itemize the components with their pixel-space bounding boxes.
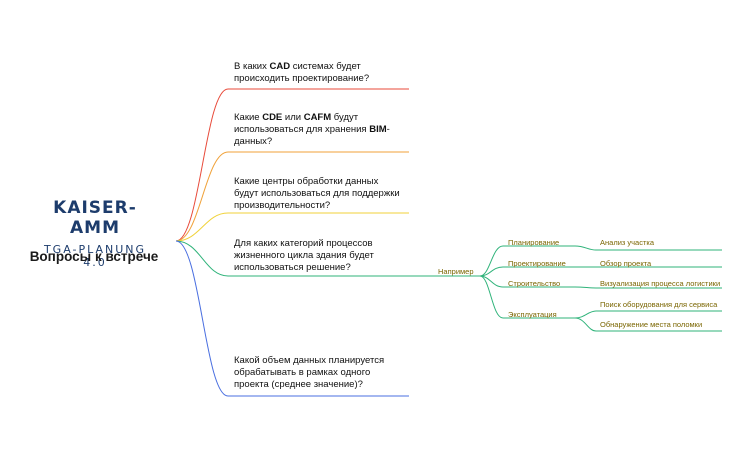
connector-question-2 bbox=[175, 212, 409, 242]
connector-stage-2 bbox=[479, 275, 575, 288]
stage-construction: Строительство bbox=[508, 279, 561, 288]
brand-subtitle: TGA-PLANUNG 4.0 bbox=[43, 243, 147, 269]
question-text-part: В каких bbox=[234, 61, 270, 72]
question-text-part: BIM bbox=[369, 124, 387, 135]
connector-leaf-0 bbox=[574, 245, 722, 251]
stage-planning: Планирование bbox=[508, 238, 560, 247]
example-label: Например bbox=[438, 267, 474, 276]
question-cde-cafm: Какие CDE или CAFM будут использоваться … bbox=[234, 112, 406, 148]
question-cad-systems: В каких CAD системах будет происходить п… bbox=[234, 61, 414, 85]
connector-stage-1 bbox=[479, 266, 575, 277]
leaf-site-analysis: Анализ участка bbox=[600, 238, 655, 247]
brand-logo: KAISER-AMM TGA-PLANUNG 4.0 bbox=[40, 198, 150, 269]
leaf-project-review: Обзор проекта bbox=[600, 259, 652, 268]
connector-stage-3 bbox=[479, 275, 575, 319]
question-text-part: или bbox=[282, 112, 304, 123]
question-text-part: CDE bbox=[262, 112, 283, 123]
brand-name: KAISER-AMM bbox=[53, 198, 137, 238]
question-data-centers: Какие центры обработки данных будут испо… bbox=[234, 176, 404, 212]
connector-question-0 bbox=[175, 88, 409, 242]
question-data-volume: Какой объем данных планируется обрабатыв… bbox=[234, 355, 406, 391]
stage-operation: Эксплуатация bbox=[508, 310, 557, 319]
leaf-equipment-search: Поиск оборудования для сервиса bbox=[600, 300, 718, 309]
question-lifecycle-categories: Для каких категорий процессов жизненного… bbox=[234, 238, 406, 274]
question-text-part: будут использоваться для хранения bbox=[234, 112, 370, 135]
question-text-part: CAD bbox=[269, 61, 291, 72]
connector-leaf-3 bbox=[574, 310, 722, 319]
stage-design: Проектирование bbox=[508, 259, 566, 268]
question-text-part: Для каких категорий процессов жизненного… bbox=[234, 238, 374, 273]
connector-leaf-4 bbox=[574, 317, 722, 332]
question-text-part: Какие центры обработки данных будут испо… bbox=[234, 176, 400, 211]
connector-question-4 bbox=[175, 240, 409, 397]
question-text-part: CAFM bbox=[303, 112, 332, 123]
leaf-fault-location: Обнаружение места поломки bbox=[600, 320, 703, 329]
root-node-title: Вопросы к встрече bbox=[29, 249, 159, 264]
question-text-part: -данных? bbox=[234, 124, 390, 147]
connector-stage-0 bbox=[479, 245, 575, 277]
leaf-logistics-visualization: Визуализация процесса логистики bbox=[600, 279, 721, 288]
connector-leaf-2 bbox=[574, 286, 722, 289]
question-text-part: Какой объем данных планируется обрабатыв… bbox=[234, 355, 385, 390]
connector-question-1 bbox=[175, 151, 409, 242]
connector-question-3 bbox=[175, 240, 409, 277]
question-text-part: системах будет происходить проектировани… bbox=[234, 61, 370, 84]
question-text-part: Какие bbox=[234, 112, 263, 123]
